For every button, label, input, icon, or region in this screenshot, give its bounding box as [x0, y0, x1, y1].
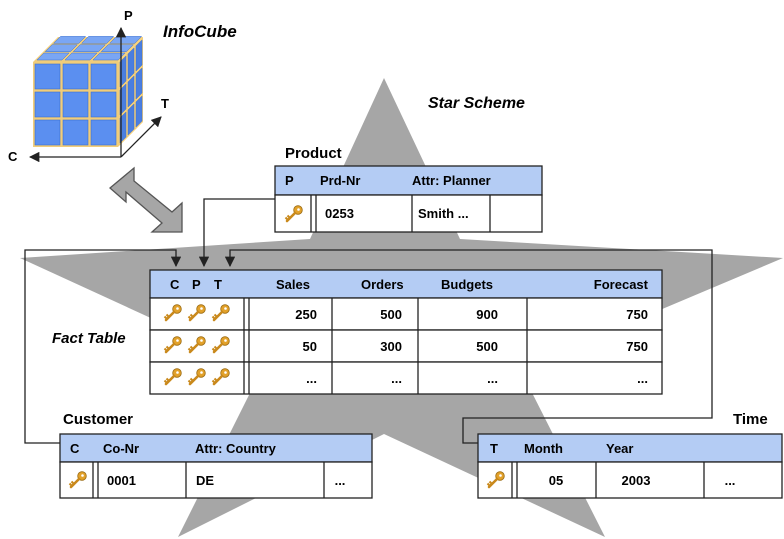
- product-cell-prdnr: 0253: [325, 206, 354, 221]
- fact-cell: 750: [626, 307, 648, 322]
- product-cell-attr: Smith ...: [418, 206, 469, 221]
- connector-product: [198, 198, 275, 268]
- fact-col-p: P: [192, 277, 201, 292]
- infocube-graphic: [28, 26, 162, 163]
- cube-tile: [90, 91, 117, 118]
- customer-header: [59, 433, 373, 463]
- fact-col-forecast: Forecast: [594, 277, 649, 292]
- fact-cell: 750: [626, 339, 648, 354]
- fact-cell: 250: [295, 307, 317, 322]
- product-header: [274, 165, 543, 196]
- fact-cell: 500: [380, 307, 402, 322]
- fact-cell: ...: [391, 371, 402, 386]
- axis-label-c: C: [8, 149, 18, 164]
- fact-row: [149, 297, 663, 331]
- time-row: [477, 461, 783, 499]
- fact-cell: 900: [476, 307, 498, 322]
- time-col-t: T: [490, 441, 498, 456]
- infocube-title: InfoCube: [163, 22, 237, 41]
- time-title: Time: [733, 411, 768, 428]
- time-col-year: Year: [606, 441, 633, 456]
- cube-axis-t: [120, 116, 162, 158]
- fact-cell: ...: [487, 371, 498, 386]
- fact-cell: 500: [476, 339, 498, 354]
- product-row: [274, 194, 543, 233]
- customer-cell-conr: 0001: [107, 473, 136, 488]
- time-cell-more: ...: [725, 473, 736, 488]
- fact-row: [149, 329, 663, 363]
- product-col-p: P: [285, 173, 294, 188]
- fact-header: [149, 269, 663, 299]
- time-col-month: Month: [524, 441, 563, 456]
- product-col-prdnr: Prd-Nr: [320, 173, 360, 188]
- fact-col-sales: Sales: [276, 277, 310, 292]
- star-scheme-title: Star Scheme: [428, 95, 525, 112]
- cube-tile: [62, 119, 89, 146]
- cube-tile: [34, 63, 61, 90]
- product-col-attr: Attr: Planner: [412, 173, 491, 188]
- fact-col-orders: Orders: [361, 277, 404, 292]
- cube-front-face: [33, 62, 118, 147]
- cube-top-face: [33, 36, 143, 62]
- axis-label-t: T: [161, 96, 169, 111]
- time-cell-year: 2003: [622, 473, 651, 488]
- connector-customer: [24, 249, 182, 444]
- axis-label-p: P: [124, 8, 133, 23]
- cube-tile: [62, 63, 89, 90]
- customer-cell-country: DE: [196, 473, 214, 488]
- cube-tile: [90, 119, 117, 146]
- customer-cell-more: ...: [335, 473, 346, 488]
- customer-col-attr: Attr: Country: [195, 441, 277, 456]
- product-title: Product: [285, 145, 342, 162]
- fact-col-t: T: [214, 277, 222, 292]
- time-cell-month: 05: [549, 473, 563, 488]
- customer-row: [59, 461, 373, 499]
- customer-col-conr: Co-Nr: [103, 441, 139, 456]
- cube-tile: [34, 91, 61, 118]
- fact-row: [149, 361, 663, 395]
- fact-cell: 300: [380, 339, 402, 354]
- connector-time: [224, 249, 713, 444]
- fact-cell: ...: [637, 371, 648, 386]
- cube-tile: [34, 119, 61, 146]
- double-arrow: [108, 166, 183, 233]
- fact-cell: ...: [306, 371, 317, 386]
- fact-col-c: C: [170, 277, 180, 292]
- fact-cell: 50: [303, 339, 317, 354]
- customer-title: Customer: [63, 411, 133, 428]
- fact-table-title: Fact Table: [52, 330, 126, 347]
- fact-rows: 250 500 900 750 50 300 500 750............: [149, 297, 663, 395]
- cube-tile: [62, 91, 89, 118]
- fact-col-budgets: Budgets: [441, 277, 493, 292]
- cube-tile: [90, 63, 117, 90]
- customer-col-c: C: [70, 441, 80, 456]
